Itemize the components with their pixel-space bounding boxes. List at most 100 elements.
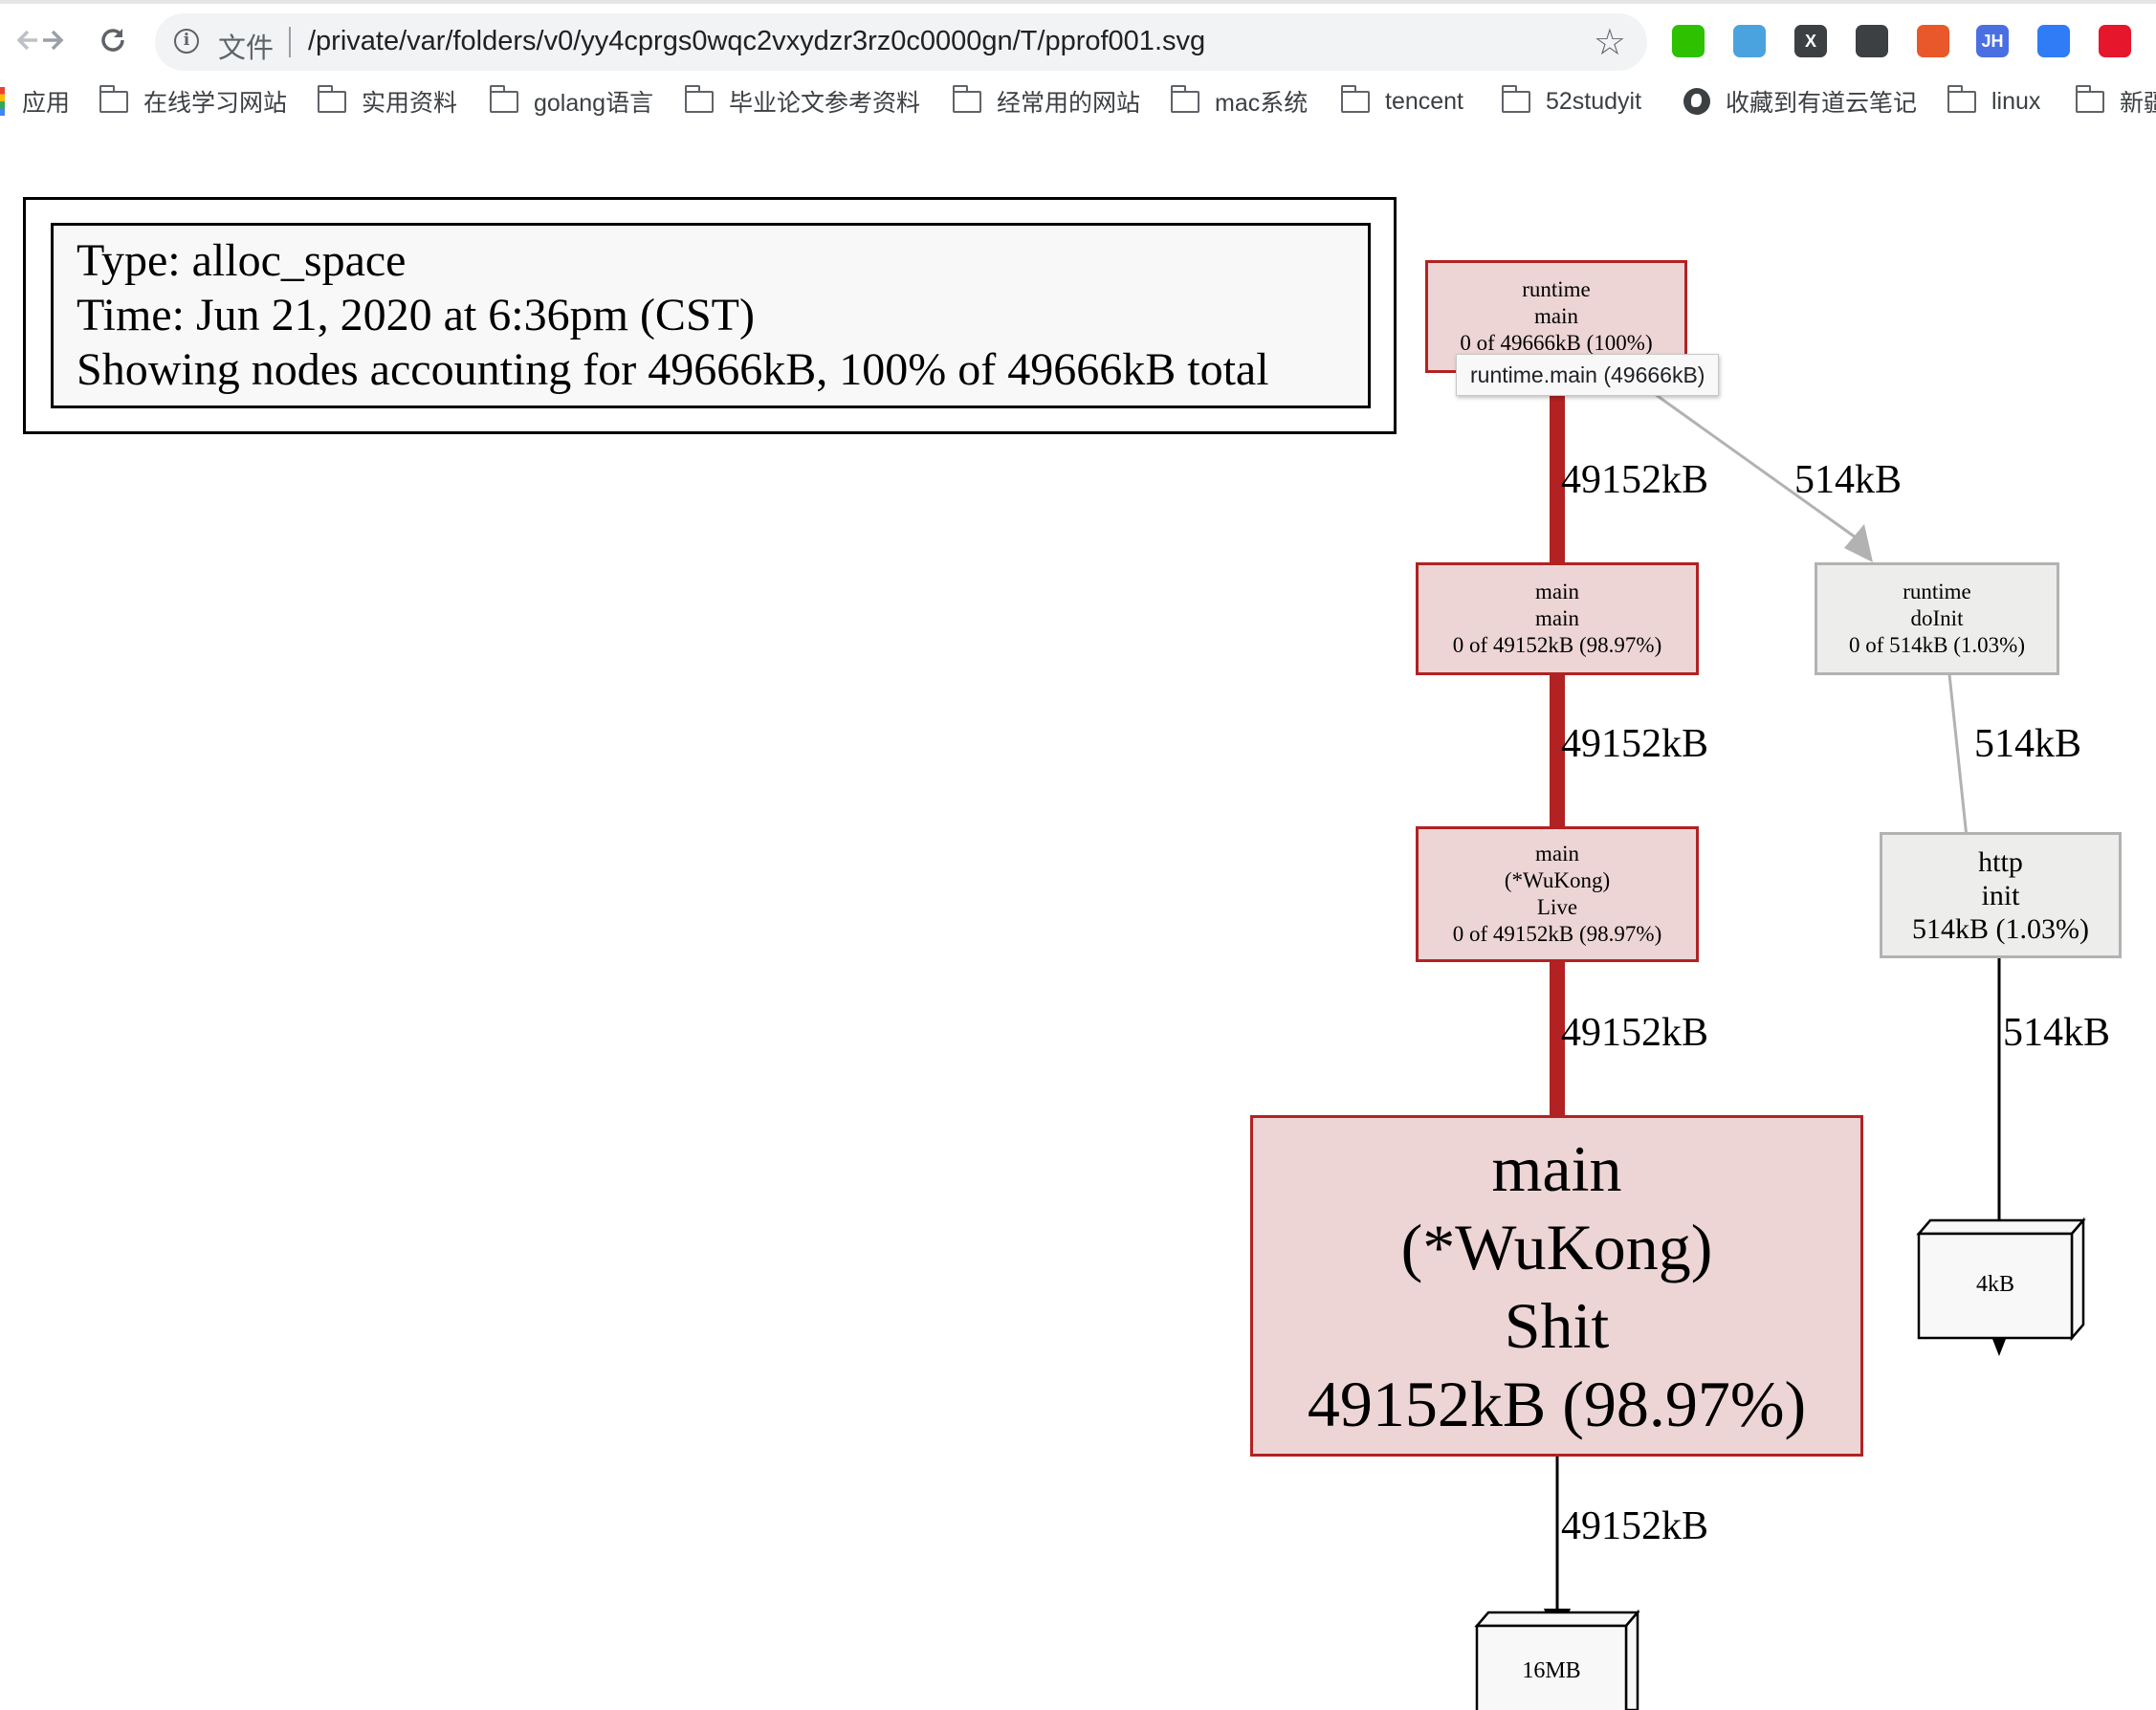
bookmark-label: linux <box>1991 87 2041 115</box>
node-line: main <box>1535 842 1579 866</box>
node-main-main[interactable]: main main 0 of 49152kB (98.97%) <box>1416 562 1699 675</box>
node-line: 514kB (1.03%) <box>1912 912 2089 945</box>
node-wukong-live[interactable]: main (*WuKong) Live 0 of 49152kB (98.97%… <box>1416 826 1699 962</box>
node-tooltip: runtime.main (49666kB) <box>1456 354 1720 396</box>
scheme-label: 文件 <box>218 33 275 64</box>
node-line: 0 of 514kB (1.03%) <box>1849 633 2025 657</box>
bookmark-item[interactable]: 收藏到有道云笔记 <box>1683 82 1917 121</box>
bookmark-label: 实用资料 <box>362 90 458 117</box>
globe-icon <box>1683 88 1710 115</box>
bookmark-label: mac系统 <box>1215 90 1309 117</box>
node-line: Live <box>1536 895 1578 919</box>
node-16mb-box[interactable] <box>1474 1609 1640 1710</box>
wechat-extension-icon[interactable] <box>1672 25 1705 57</box>
legend-text: Type: alloc_space Time: Jun 21, 2020 at … <box>51 223 1371 408</box>
node-4kb-box[interactable] <box>1916 1217 2086 1342</box>
bookmark-item[interactable]: 应用 <box>0 82 70 121</box>
node-line: (*WuKong) <box>1400 1210 1713 1283</box>
network-extension-icon[interactable] <box>1917 25 1949 57</box>
legend-time: Time: Jun 21, 2020 at 6:36pm (CST) <box>77 290 755 340</box>
bookmark-label: golang语言 <box>534 90 654 117</box>
edge-label: 514kB <box>1974 722 2082 766</box>
x-extension-icon[interactable]: X <box>1794 25 1827 57</box>
folder-icon <box>1170 84 1199 113</box>
node-4kb-label: 4kB <box>1975 1272 2014 1297</box>
address-separator <box>289 27 291 57</box>
edge-label: 514kB <box>1794 458 1903 502</box>
node-line: runtime <box>1522 277 1591 301</box>
edge-label: 49152kB <box>1561 722 1709 766</box>
node-http-init[interactable]: http init 514kB (1.03%) <box>1880 832 2122 958</box>
bookmark-label: 52studyit <box>1546 87 1642 115</box>
node-runtime-doinit[interactable]: runtime doInit 0 of 514kB (1.03%) <box>1815 562 2059 675</box>
bookmark-item[interactable]: tencent <box>1340 82 1464 121</box>
note-extension-icon[interactable] <box>1733 25 1766 57</box>
edge-label: 49152kB <box>1561 1011 1709 1055</box>
shield-extension-icon[interactable] <box>1856 25 1888 57</box>
apps-icon <box>0 87 5 116</box>
bookmark-label: 经常用的网站 <box>997 90 1141 117</box>
folder-icon <box>1340 84 1370 113</box>
legend-box: Type: alloc_space Time: Jun 21, 2020 at … <box>23 197 1397 434</box>
bookmark-item[interactable]: 实用资料 <box>317 82 458 121</box>
jh-extension-icon[interactable]: JH <box>1976 25 2009 57</box>
address-bar[interactable]: i 文件 /private/var/folders/v0/yy4cprgs0wq… <box>155 13 1647 71</box>
bookmark-item[interactable]: 毕业论文参考资料 <box>684 82 921 121</box>
bookmark-item[interactable]: 新疆 <box>2075 82 2156 121</box>
node-line: main <box>1491 1131 1622 1205</box>
forward-icon[interactable] <box>29 17 75 63</box>
edge-label: 49152kB <box>1561 458 1709 502</box>
bookmark-item[interactable]: linux <box>1947 82 2040 121</box>
node-line: 49152kB (98.97%) <box>1307 1367 1807 1440</box>
bookmark-label: 收藏到有道云笔记 <box>1726 90 1918 117</box>
folder-icon <box>1947 84 1976 113</box>
folder-icon <box>489 84 518 113</box>
folder-icon <box>952 84 981 113</box>
bookmark-label: 毕业论文参考资料 <box>729 90 921 117</box>
bookmark-item[interactable]: golang语言 <box>489 82 654 121</box>
node-line: runtime <box>1903 580 1971 603</box>
folder-icon <box>317 84 346 113</box>
back-icon[interactable] <box>6 17 52 63</box>
bookmarks-bar: 应用 在线学习网站 实用资料 golang语言 毕业论文参考资料 经常用的网站 mac系统 t… <box>0 78 2156 124</box>
node-line: init <box>1981 879 2020 911</box>
node-line: 0 of 49152kB (98.97%) <box>1452 922 1662 946</box>
node-line: main <box>1535 580 1579 603</box>
bookmark-item[interactable]: mac系统 <box>1170 82 1309 121</box>
folder-icon <box>2075 84 2104 113</box>
node-line: http <box>1978 845 2023 878</box>
bookmark-label: 新疆 <box>2120 90 2156 117</box>
bookmark-item[interactable]: 52studyit <box>1501 82 1642 121</box>
node-line: main <box>1535 606 1579 630</box>
browser-toolbar: i 文件 /private/var/folders/v0/yy4cprgs0wq… <box>0 0 2156 78</box>
edge-label: 514kB <box>2003 1011 2111 1055</box>
legend-type: Type: alloc_space <box>77 235 407 286</box>
node-wukong-shit[interactable]: main (*WuKong) Shit 49152kB (98.97%) <box>1250 1115 1863 1457</box>
node-line: (*WuKong) <box>1504 868 1611 892</box>
reload-icon[interactable] <box>90 17 136 63</box>
bookmark-label: 应用 <box>22 90 71 117</box>
bookmark-label: tencent <box>1385 87 1464 115</box>
edge-label: 49152kB <box>1561 1504 1709 1548</box>
pprof-graph-view: Type: alloc_space Time: Jun 21, 2020 at … <box>0 124 2156 1710</box>
node-16mb-label: 16MB <box>1522 1658 1581 1683</box>
url-text[interactable]: /private/var/folders/v0/yy4cprgs0wqc2vxy… <box>308 26 1206 56</box>
bookmark-star-icon[interactable]: ☆ <box>1593 23 1626 63</box>
node-line: main <box>1534 304 1578 328</box>
folder-icon <box>684 84 714 113</box>
bookmark-label: 在线学习网站 <box>143 90 288 117</box>
bookmark-item[interactable]: 经常用的网站 <box>952 82 1141 121</box>
node-line: 0 of 49152kB (98.97%) <box>1452 633 1662 657</box>
legend-summary: Showing nodes accounting for 49666kB, 10… <box>77 344 1269 395</box>
folder-icon <box>1501 84 1530 113</box>
node-line: Shit <box>1504 1288 1610 1362</box>
edit-extension-icon[interactable] <box>2037 25 2070 57</box>
bookmark-item[interactable]: 在线学习网站 <box>99 82 287 121</box>
node-line: doInit <box>1910 606 1964 630</box>
node-line: 0 of 49666kB (100%) <box>1460 331 1653 355</box>
graph-edges <box>1474 392 2086 1710</box>
weibo-extension-icon[interactable] <box>2099 25 2131 57</box>
edge-runtime-main-to-doinit[interactable] <box>1654 392 1873 562</box>
folder-icon <box>99 84 128 113</box>
info-icon[interactable]: i <box>174 29 199 54</box>
